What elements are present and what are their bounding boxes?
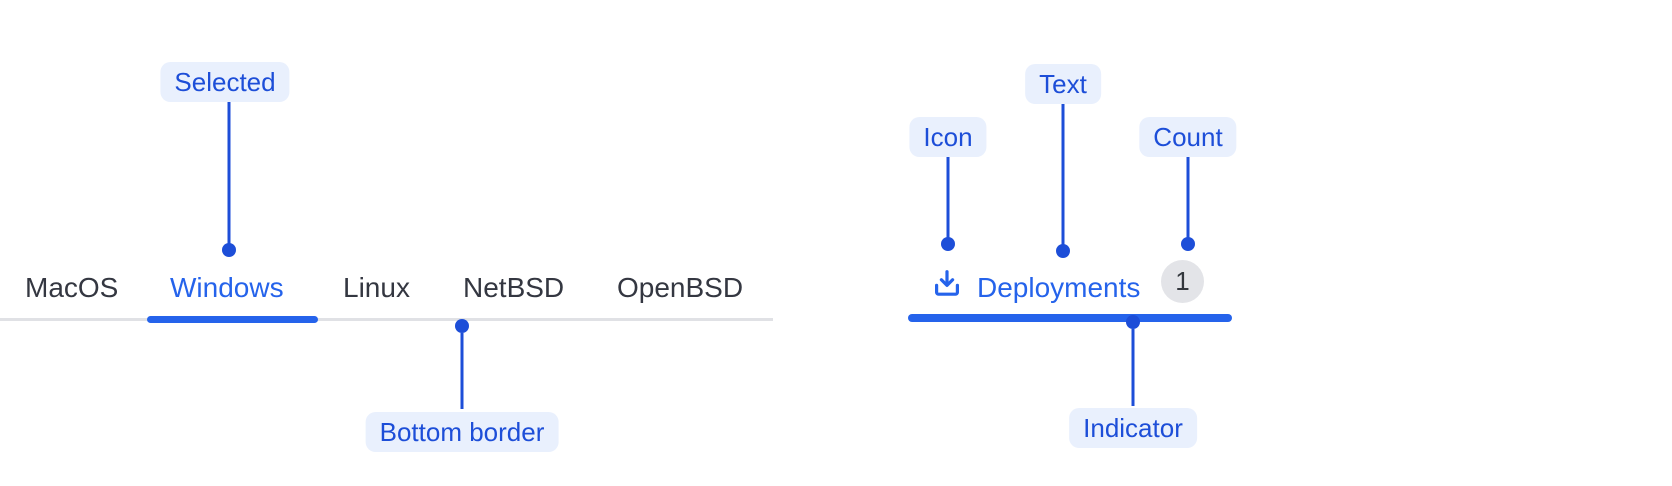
callout-count: Count bbox=[1139, 117, 1237, 157]
callout-selected: Selected bbox=[160, 62, 290, 102]
callout-count-dot bbox=[1181, 237, 1195, 251]
deployments-count-badge: 1 bbox=[1161, 260, 1204, 303]
callout-bottom-border-dot bbox=[455, 319, 469, 333]
selected-tab-underline bbox=[147, 316, 318, 323]
callout-text-line bbox=[1061, 104, 1065, 245]
callout-icon-dot bbox=[941, 237, 955, 251]
callout-bottom-border-line bbox=[460, 333, 464, 409]
callout-bottom-border: Bottom border bbox=[365, 412, 559, 452]
callout-indicator-dot bbox=[1126, 315, 1140, 329]
callout-icon-line bbox=[946, 157, 950, 238]
callout-indicator-line bbox=[1131, 329, 1135, 406]
download-icon bbox=[935, 270, 959, 296]
callout-selected-dot bbox=[222, 243, 236, 257]
selection-indicator bbox=[908, 314, 1232, 322]
callout-icon: Icon bbox=[909, 117, 987, 157]
callout-indicator: Indicator bbox=[1069, 408, 1197, 448]
tab-bar-bottom-border bbox=[0, 318, 773, 321]
deployments-tab-label: Deployments bbox=[977, 272, 1141, 303]
callout-count-line bbox=[1186, 157, 1190, 238]
tab-windows[interactable]: Windows bbox=[170, 272, 284, 303]
callout-text-dot bbox=[1056, 244, 1070, 258]
tab-linux[interactable]: Linux bbox=[343, 272, 410, 303]
callout-text: Text bbox=[1025, 64, 1101, 104]
tab-openbsd[interactable]: OpenBSD bbox=[617, 272, 744, 303]
tab-netbsd[interactable]: NetBSD bbox=[463, 272, 565, 303]
callout-selected-line bbox=[227, 102, 231, 244]
tab-macos[interactable]: MacOS bbox=[25, 272, 119, 303]
